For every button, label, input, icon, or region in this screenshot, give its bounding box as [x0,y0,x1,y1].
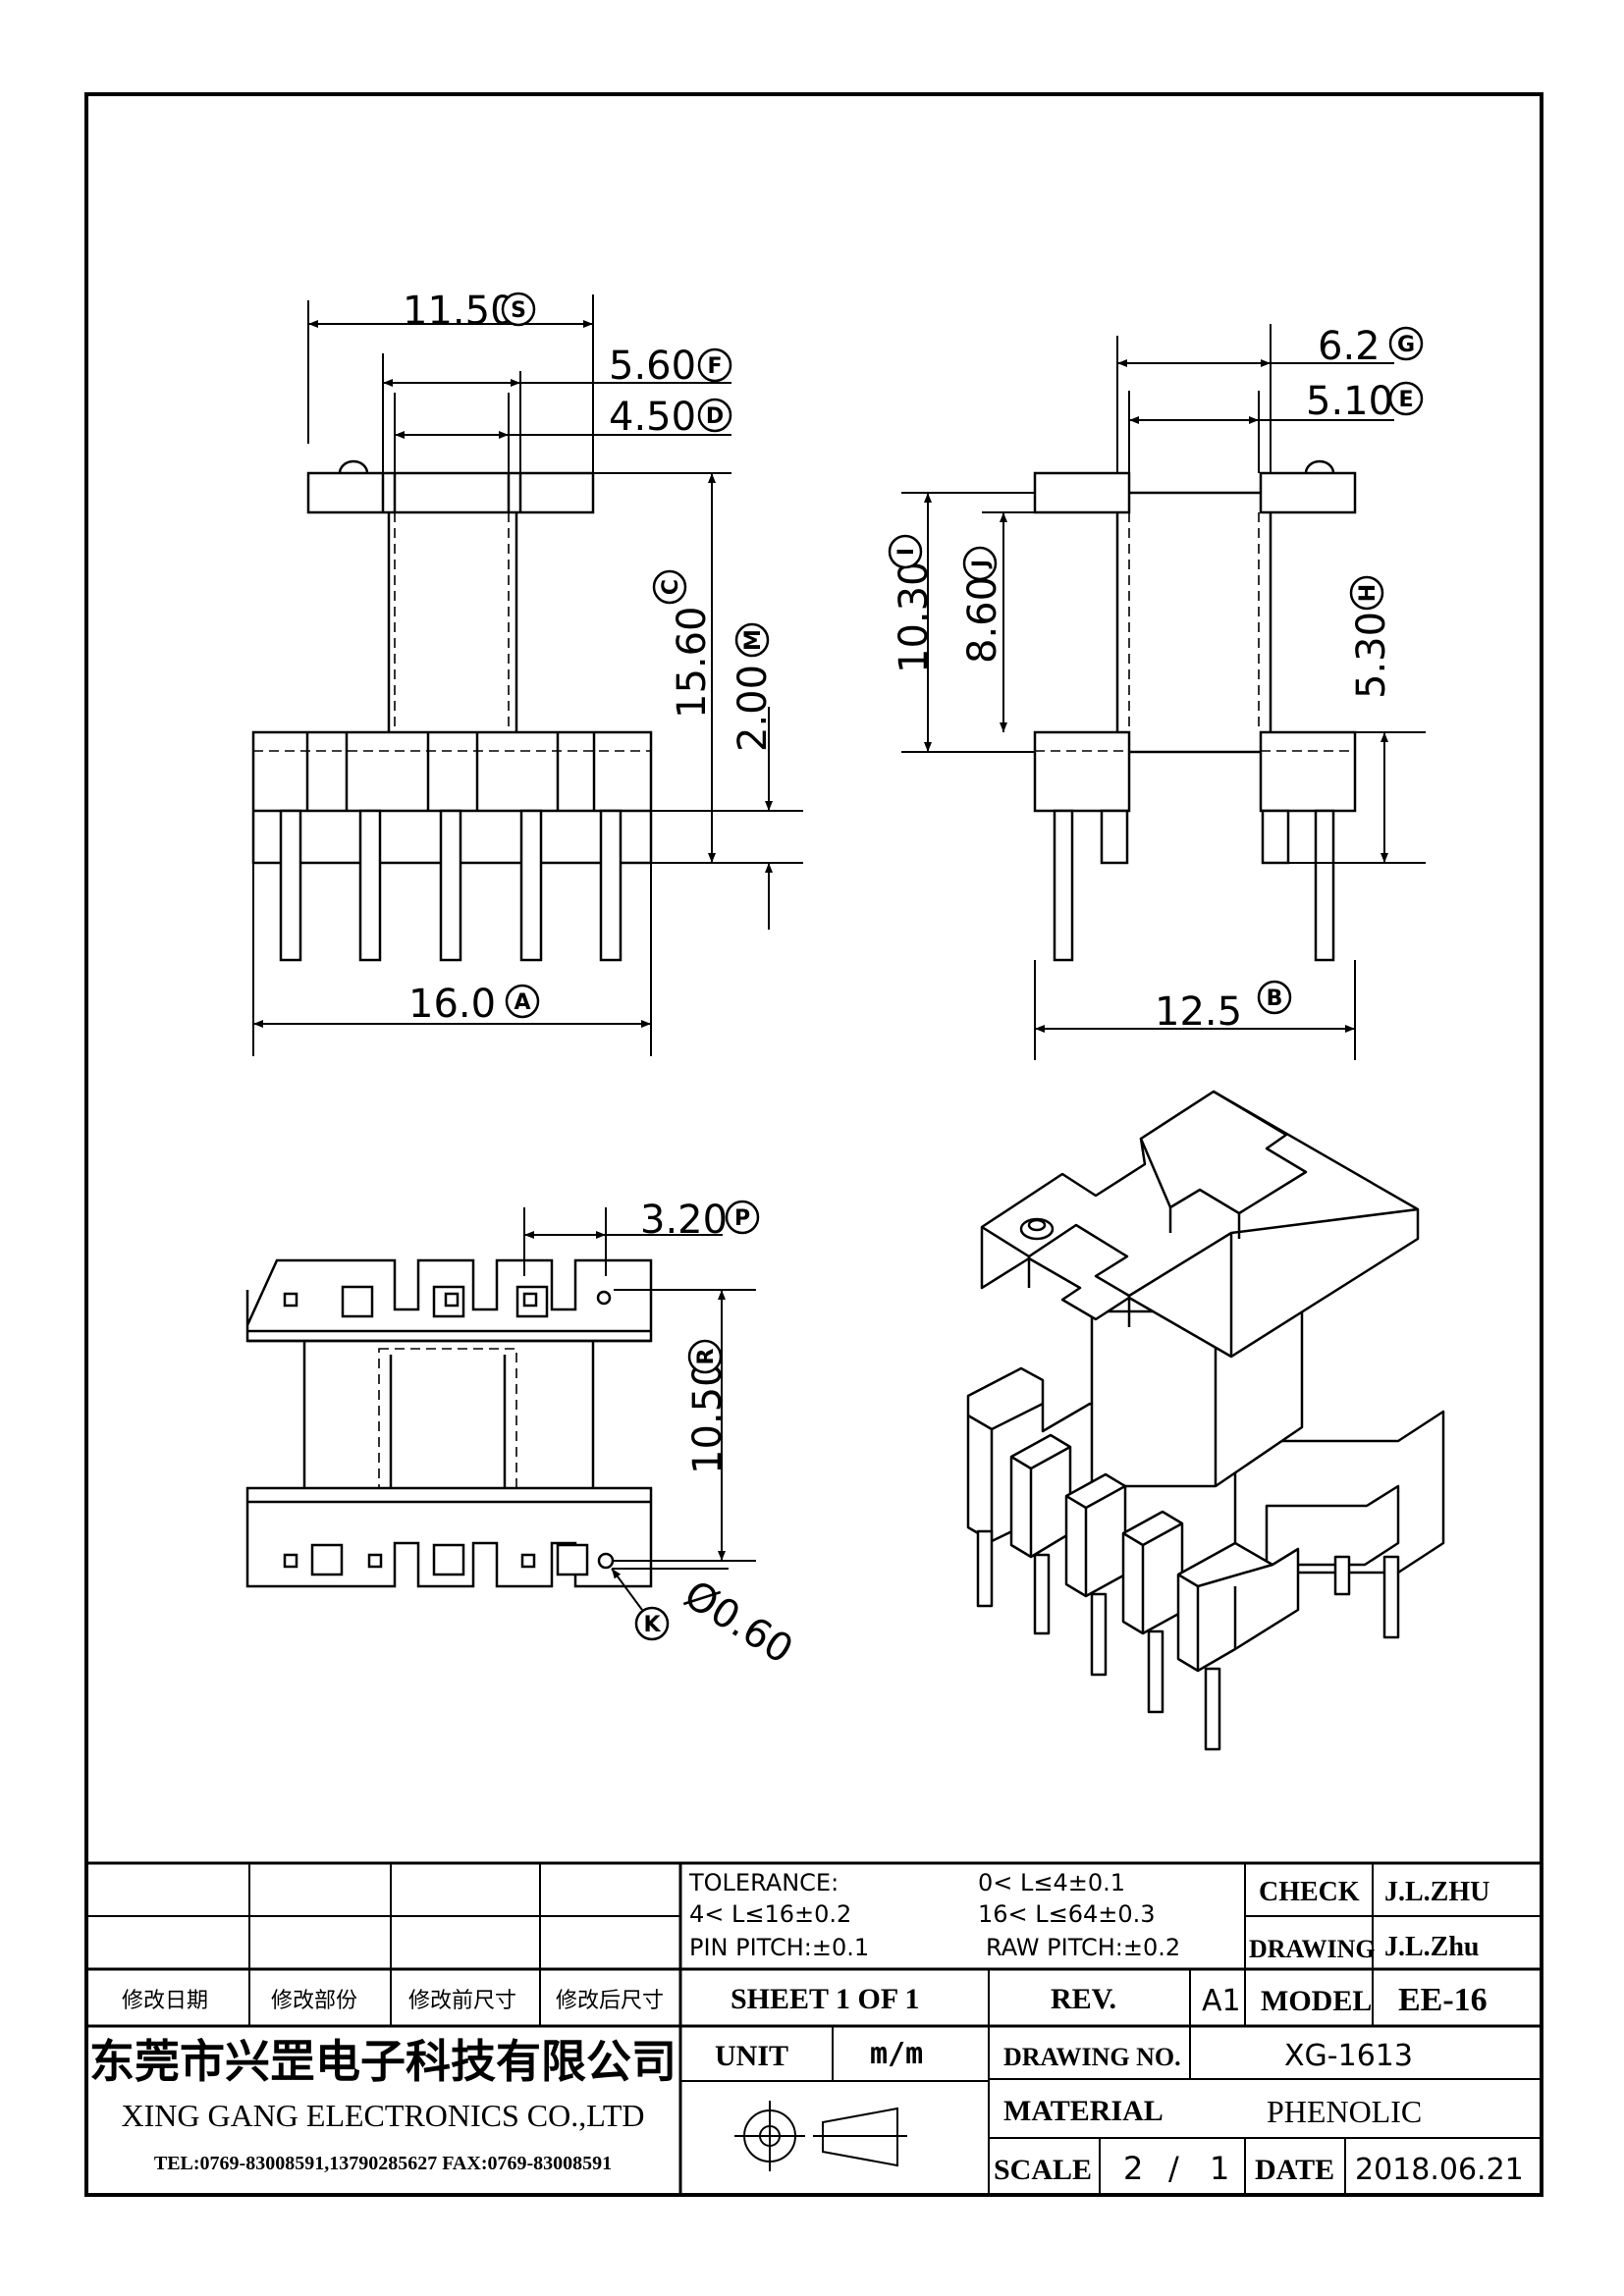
bottom-view-dimensions [524,1231,729,1611]
dim-height-c: 15.60 [670,606,715,719]
label-b: B [1267,987,1283,1011]
rev-header-part: 修改部份 [271,1989,357,2013]
dim-pin-dia: Ø0.60 [677,1572,801,1673]
title-block-text: 修改日期 修改部份 修改前尺寸 修改后尺寸 TOLERANCE: 0< L≤4±… [89,1869,1524,2187]
label-d: D [706,404,724,429]
label-h: H [1356,584,1380,602]
rev-label: REV. [1051,1983,1116,2015]
label-f: F [707,354,722,379]
tolerance-raw-pitch: RAW PITCH:±0.2 [986,1934,1180,1961]
tolerance-range-1: 0< L≤4±0.1 [978,1869,1125,1896]
dim-width-g: 6.2 [1318,324,1380,369]
label-a: A [514,990,530,1015]
dim-height-h: 5.30 [1349,612,1394,699]
title-block [86,1861,1542,2195]
dim-width-s: 11.50 [403,289,515,334]
projection-symbol [734,2101,907,2171]
label-k: K [643,1613,661,1637]
model-label: MODEL [1261,1985,1372,2017]
sheet-label: SHEET 1 OF 1 [731,1983,920,2015]
dim-width-d: 4.50 [609,395,696,440]
unit-value: m/m [870,2037,923,2071]
rev-header-before: 修改前尺寸 [408,1989,516,2013]
label-p: P [734,1206,750,1231]
isometric-view [966,1090,1445,1751]
scale-label: SCALE [994,2154,1092,2186]
bottom-view [245,1207,756,1588]
label-s: S [511,298,526,323]
tolerance-range-3: 16< L≤64±0.3 [978,1900,1156,1928]
label-i: I [894,548,919,556]
dim-pitch-p: 3.20 [640,1198,728,1243]
tolerance-title: TOLERANCE: [688,1869,839,1896]
side-view [901,324,1426,1060]
unit-label: UNIT [715,2040,788,2072]
label-m: M [741,629,766,651]
dim-width-f: 5.60 [609,344,696,389]
front-view [251,294,803,1056]
label-c: C [659,579,683,595]
label-j: J [969,560,994,569]
drawing-value: J.L.Zhu [1384,1932,1480,1962]
date-label: DATE [1255,2154,1334,2186]
tolerance-range-2: 4< L≤16±0.2 [689,1900,851,1928]
scale-denominator: 1 [1210,2150,1229,2187]
dim-height-r: 10.50 [685,1362,731,1474]
dim-pin-m: 2.00 [731,665,776,752]
check-label: CHECK [1259,1877,1360,1907]
rev-value: A1 [1202,1984,1241,2018]
drawing-no-value: XG-1613 [1284,2039,1413,2073]
scale-numerator: 2 [1123,2150,1143,2187]
label-g: G [1397,333,1415,357]
check-value: J.L.ZHU [1384,1877,1489,1907]
date-value: 2018.06.21 [1355,2153,1524,2187]
label-r: R [694,1348,719,1364]
front-view-dimensions [253,320,773,1028]
scale-separator: / [1168,2150,1179,2187]
dim-base-b: 12.5 [1155,989,1242,1035]
dim-height-j: 8.60 [960,576,1005,664]
label-e: E [1398,388,1413,412]
rev-header-date: 修改日期 [122,1989,208,2013]
side-view-dimensions [924,359,1394,1033]
dim-height-i: 10.30 [892,561,937,673]
dim-width-e: 5.10 [1306,379,1393,424]
model-value: EE-16 [1398,1982,1488,2018]
tolerance-pin-pitch: PIN PITCH:±0.1 [689,1934,869,1961]
company-name-en: XING GANG ELECTRONICS CO.,LTD [121,2098,644,2133]
material-label: MATERIAL [1003,2095,1164,2127]
drawing-label: DRAWING [1249,1935,1376,1963]
rev-header-after: 修改后尺寸 [556,1989,664,2013]
drawing-no-label: DRAWING NO. [1003,2043,1181,2071]
drawing-border [84,92,1543,2197]
company-name-cn: 东莞市兴罡电子科技有限公司 [89,2037,677,2087]
material-value: PHENOLIC [1267,2094,1422,2129]
company-contact: TEL:0769-83008591,13790285627 FAX:0769-8… [154,2153,612,2174]
dim-base-a: 16.0 [408,982,496,1027]
